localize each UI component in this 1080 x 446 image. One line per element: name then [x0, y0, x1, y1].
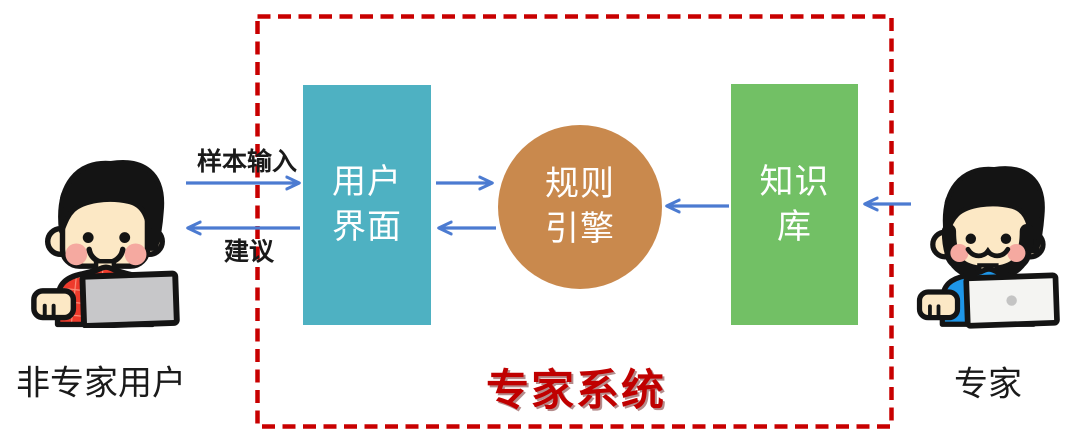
node-user-interface-label: 用户 界面 [332, 163, 402, 246]
non-expert-user-label: 非专家用户 [16, 364, 186, 403]
node-knowledge-base: 知识 库 [731, 84, 858, 325]
system-title: 专家系统 [486, 367, 666, 415]
node-rule-engine: 规则 引擎 [498, 125, 662, 289]
node-rule-engine-label: 规则 引擎 [545, 165, 615, 248]
non-expert-user-icon [31, 160, 180, 328]
node-knowledge-base-label: 知识 库 [759, 162, 830, 246]
expert-label: 专家 [954, 365, 1022, 404]
expert-icon [916, 166, 1060, 329]
suggestion-label: 建议 [223, 238, 275, 266]
node-user-interface: 用户 界面 [303, 85, 431, 325]
sample-input-label: 样本输入 [196, 148, 298, 176]
